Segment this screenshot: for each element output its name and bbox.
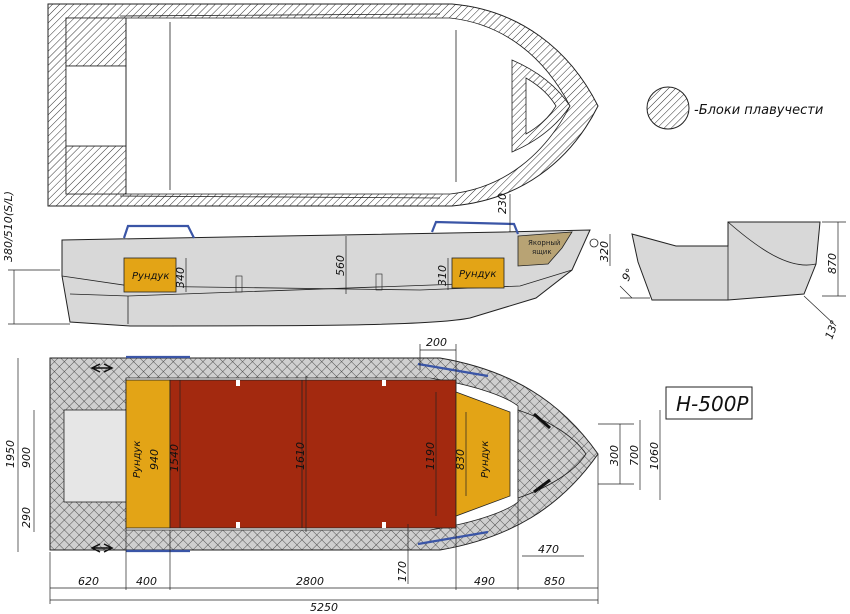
transom-view: 870 9° 13° (619, 221, 846, 341)
dim-2800: 2800 (296, 575, 324, 588)
side-locker-stern-label: Рундук (132, 271, 169, 282)
anchor-box-label-1: Якорный (528, 239, 560, 247)
dim-700: 700 (628, 445, 641, 466)
anchor-box (517, 231, 573, 267)
plan-view: Рундук Рундук 1950 900 290 940 1540 1610… (4, 336, 661, 614)
dim-940: 940 (148, 449, 161, 470)
top-stern-well (65, 65, 127, 147)
legend-hatch-swatch (646, 86, 690, 130)
plan-locker-stern (125, 379, 171, 529)
dim-310: 310 (436, 265, 449, 286)
dim-230: 230 (496, 193, 509, 214)
plan-locker-stern-label: Рундук (132, 441, 143, 478)
dim-850: 850 (544, 575, 565, 588)
dim-870: 870 (826, 253, 839, 274)
dim-1190: 1190 (424, 442, 437, 470)
dim-340: 340 (174, 267, 187, 288)
dim-560: 560 (334, 255, 347, 276)
legend-label: -Блоки плавучести (694, 103, 823, 118)
legend: -Блоки плавучести (646, 86, 823, 130)
top-hull-inner (65, 17, 571, 195)
angle-top: 9° (619, 266, 637, 283)
plan-locker-bow (455, 391, 511, 517)
dim-400: 400 (136, 575, 157, 588)
plan-stern-well (63, 409, 127, 503)
dim-1950: 1950 (4, 440, 17, 468)
dim-1060: 1060 (648, 442, 661, 470)
model-label-box: Н-500Р (665, 386, 753, 420)
side-locker-bow (451, 257, 505, 289)
plan-locker-bow-label: Рундук (480, 441, 491, 478)
dim-830: 830 (454, 449, 467, 470)
transom-shape (631, 221, 821, 301)
side-hull (61, 229, 591, 327)
anchor-box-label-2: ящик (532, 248, 552, 256)
model-label: Н-500Р (676, 392, 749, 416)
dim-170: 170 (396, 561, 409, 582)
dim-900: 900 (20, 447, 33, 468)
side-view: Рундук Рундук Якорный ящик 380/510(S/L) … (2, 191, 611, 327)
handrail-stern (122, 224, 195, 239)
plan-handrail-top (126, 355, 489, 378)
angle-bottom: 13° (823, 318, 842, 341)
dim-200: 200 (426, 336, 447, 349)
dim-320: 320 (598, 241, 611, 262)
handrail-bow (430, 220, 520, 235)
plan-handrail-bottom (126, 530, 489, 553)
dim-620: 620 (78, 575, 99, 588)
top-stern-float-lower (65, 145, 127, 195)
dim-1540: 1540 (168, 444, 181, 472)
dim-490: 490 (474, 575, 495, 588)
dim-470: 470 (538, 543, 559, 556)
dim-300: 300 (608, 445, 621, 466)
dim-5250: 5250 (310, 601, 338, 614)
top-stern-float-upper (65, 17, 127, 67)
top-hull-plan (47, 3, 599, 207)
side-locker-stern (123, 257, 177, 293)
dim-290: 290 (20, 507, 33, 528)
plan-floor (169, 379, 457, 529)
dim-height-label: 380/510(S/L) (2, 191, 15, 262)
side-locker-bow-label: Рундук (459, 269, 496, 280)
dim-1610: 1610 (294, 442, 307, 470)
